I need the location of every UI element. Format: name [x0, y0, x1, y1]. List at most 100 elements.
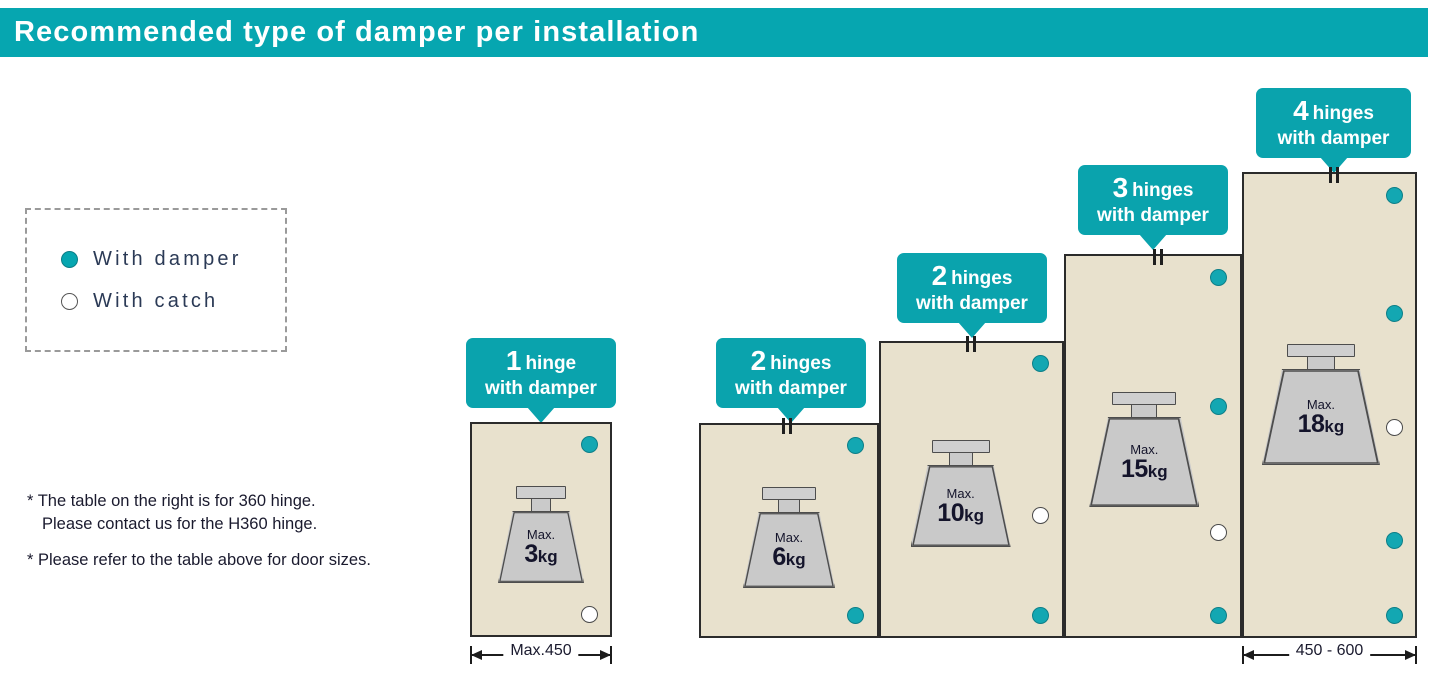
dimension-label-panel-1: Max.450: [503, 642, 579, 660]
footnote-2-line-1: * Please refer to the table above for do…: [27, 550, 371, 569]
weight-handle-top-icon: [1112, 392, 1177, 405]
callout-panel-1-count: 1: [505, 345, 522, 376]
catch-dot: [1386, 419, 1403, 436]
weight-handle-neck-icon: [1131, 405, 1158, 418]
weight-text-panel-5: Max. 18kg: [1298, 398, 1345, 437]
damper-dot: [1386, 187, 1403, 204]
weight-handle-top-icon: [931, 440, 990, 453]
weight-handle-top-icon: [1286, 344, 1356, 357]
hinge-mark-icon: [1151, 249, 1165, 265]
damper-dot: [1210, 269, 1227, 286]
damper-dot: [1210, 607, 1227, 624]
weight-value-panel-3: 10kg: [937, 498, 984, 527]
callout-panel-4-line-2: with damper: [1097, 205, 1209, 227]
door-panel-5: Max. 18kg: [1242, 167, 1417, 638]
dimension-cap-left: [1242, 646, 1244, 664]
catch-dot: [581, 606, 598, 623]
weight-icon-panel-4: Max. 15kg: [1089, 392, 1200, 507]
weight-icon-panel-5: Max. 18kg: [1261, 344, 1380, 465]
damper-dot: [581, 436, 598, 453]
weight-icon-panel-1: Max. 3kg: [498, 486, 584, 583]
weight-number: 6: [772, 542, 786, 571]
footnote-1-line-1: * The table on the right is for 360 hing…: [27, 492, 316, 510]
callout-panel-1-line-2: with damper: [485, 378, 597, 400]
dimension-arrow-right-icon: [1405, 649, 1416, 660]
weight-unit: kg: [1324, 416, 1345, 436]
page-title: Recommended type of damper per installat…: [14, 16, 700, 48]
weight-body-icon: Max. 10kg: [910, 465, 1011, 547]
weight-number: 15: [1120, 454, 1148, 483]
dimension-line-panel-1: Max.450: [470, 642, 612, 666]
callout-panel-3-word: hinges: [951, 268, 1013, 289]
dimension-cap-left: [470, 646, 472, 664]
legend-box: With damper With catch: [25, 208, 287, 352]
weight-outline-icon: [911, 466, 1010, 546]
weight-text-panel-2: Max. 6kg: [772, 531, 805, 570]
hinge-mark-icon: [780, 418, 794, 434]
damper-dot: [1386, 532, 1403, 549]
damper-dot: [1386, 607, 1403, 624]
dimension-cap-right: [1415, 646, 1417, 664]
footnote-1: * The table on the right is for 360 hing…: [27, 490, 457, 537]
footnote-2: * Please refer to the table above for do…: [27, 549, 457, 572]
damper-dot: [1210, 398, 1227, 415]
footnote-1-line-2: Please contact us for the H360 hinge.: [42, 515, 318, 534]
weight-handle-top-icon: [762, 487, 816, 500]
hollow-circle-icon: [61, 293, 78, 310]
dimension-arrow-right-icon: [600, 649, 611, 660]
page-header-bar: Recommended type of damper per installat…: [0, 8, 1428, 57]
weight-handle-neck-icon: [530, 499, 552, 512]
weight-handle-neck-icon: [948, 453, 973, 466]
door-panel-4: Max. 15kg: [1064, 249, 1242, 638]
hinge-mark-icon: [964, 336, 978, 352]
catch-dot: [1210, 524, 1227, 541]
footnotes: * The table on the right is for 360 hing…: [27, 490, 457, 584]
weight-text-panel-4: Max. 15kg: [1121, 443, 1168, 482]
legend-label-with-catch: With catch: [93, 290, 219, 312]
weight-body-icon: Max. 3kg: [498, 511, 584, 583]
weight-handle-neck-icon: [777, 500, 801, 513]
weight-unit: kg: [785, 549, 806, 569]
weight-icon-panel-2: Max. 6kg: [743, 487, 835, 588]
weight-unit: kg: [964, 505, 984, 525]
dimension-line-panel-5: 450 - 600: [1242, 642, 1417, 666]
weight-max-label: Max.: [1130, 441, 1159, 457]
weight-text-panel-1: Max. 3kg: [524, 528, 557, 567]
callout-panel-5-count: 4: [1293, 95, 1309, 126]
weight-value-panel-1: 3kg: [524, 541, 558, 567]
weight-max-label: Max.: [946, 485, 975, 501]
weight-max-label: Max.: [774, 529, 804, 545]
door-panel-2: Max. 6kg: [699, 418, 879, 638]
callout-panel-2-line-2: with damper: [735, 378, 847, 400]
weight-body-icon: Max. 6kg: [743, 512, 835, 588]
weight-max-label: Max.: [526, 526, 556, 542]
legend-label-with-damper: With damper: [93, 248, 242, 270]
weight-number: 18: [1297, 409, 1325, 438]
dimension-label-panel-5: 450 - 600: [1288, 642, 1371, 660]
weight-handle-top-icon: [516, 486, 566, 499]
weight-outline-icon: [1262, 370, 1379, 464]
weight-outline-icon: [744, 513, 834, 587]
hinge-mark-icon: [1327, 167, 1341, 183]
callout-panel-4-word: hinges: [1132, 180, 1194, 201]
weight-number: 10: [937, 498, 965, 527]
damper-dot: [847, 607, 864, 624]
weight-value-panel-4: 15kg: [1120, 454, 1168, 483]
callout-panel-3-line-2: with damper: [916, 293, 1028, 315]
weight-unit: kg: [537, 546, 558, 566]
callout-panel-5-line-2: with damper: [1277, 128, 1390, 150]
weight-value-panel-2: 6kg: [772, 542, 806, 571]
legend-item-with-damper: With damper: [61, 248, 242, 271]
weight-value-panel-5: 18kg: [1297, 409, 1345, 438]
weight-max-label: Max.: [1306, 396, 1336, 412]
